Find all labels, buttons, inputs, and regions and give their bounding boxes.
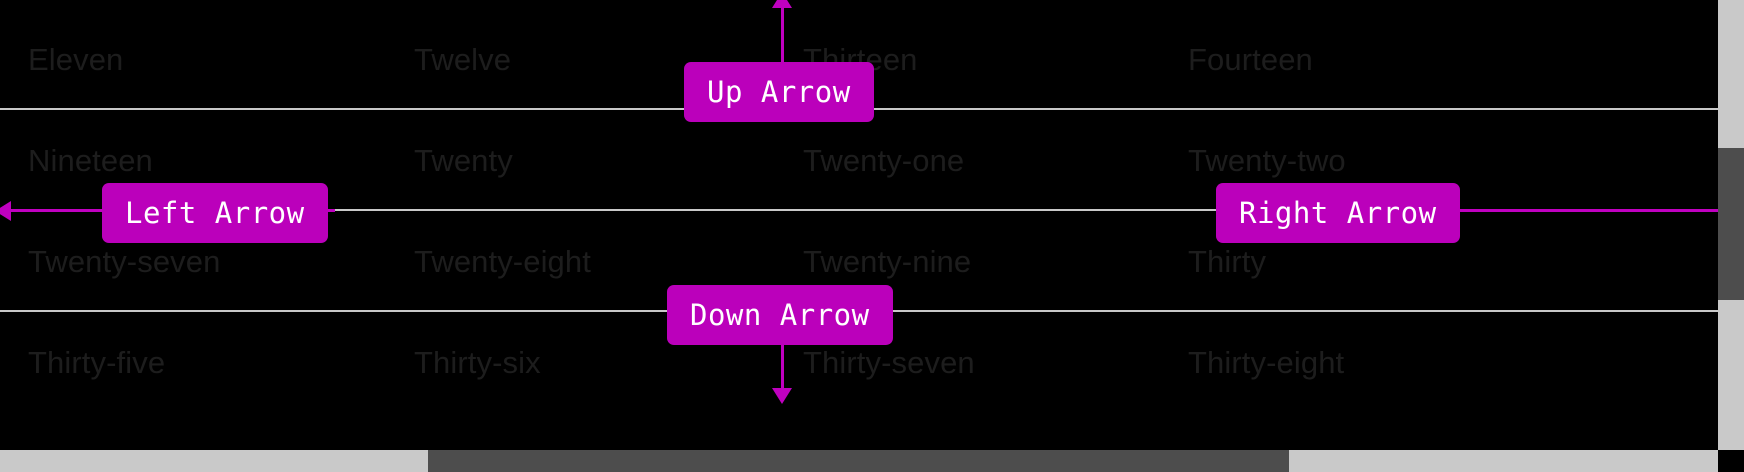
grid-cell[interactable]: Fourteen <box>1188 42 1313 77</box>
right-arrow-label[interactable]: Right Arrow <box>1216 183 1460 243</box>
grid-cell[interactable]: Eleven <box>28 42 124 77</box>
up-arrow-label[interactable]: Up Arrow <box>684 62 874 122</box>
grid-cell[interactable]: Nineteen <box>28 143 153 178</box>
up-arrow-head-icon <box>772 0 792 8</box>
right-arrow-shaft <box>1416 209 1734 212</box>
grid-cell[interactable]: Twenty-two <box>1188 143 1346 178</box>
scrollbar-corner <box>1718 450 1744 472</box>
left-arrow-head-icon <box>0 201 11 221</box>
grid-cell[interactable]: Thirty-eight <box>1188 345 1345 380</box>
grid-cell[interactable]: Twenty-nine <box>803 244 972 279</box>
vertical-scrollbar[interactable] <box>1718 0 1744 450</box>
horizontal-scrollbar-thumb[interactable] <box>428 450 1289 472</box>
grid-cell[interactable]: Twenty-eight <box>414 244 591 279</box>
grid-cell[interactable]: Twenty-one <box>803 143 965 178</box>
grid-cell[interactable]: Thirty <box>1188 244 1267 279</box>
grid-cell[interactable]: Thirty-six <box>414 345 541 380</box>
down-arrow-shaft <box>781 330 784 392</box>
up-arrow-shaft <box>781 0 784 92</box>
grid-cell[interactable]: Thirty-seven <box>803 345 975 380</box>
left-arrow-label[interactable]: Left Arrow <box>102 183 328 243</box>
grid-cell[interactable]: Twenty-seven <box>28 244 221 279</box>
grid-cell[interactable]: Twelve <box>414 42 512 77</box>
table-row: Thirty-five Thirty-six Thirty-seven Thir… <box>0 312 1718 413</box>
down-arrow-label[interactable]: Down Arrow <box>667 285 893 345</box>
vertical-scrollbar-thumb[interactable] <box>1718 148 1744 300</box>
grid-cell[interactable]: Twenty <box>414 143 513 178</box>
grid-cell[interactable]: Thirty-five <box>28 345 166 380</box>
horizontal-scrollbar[interactable] <box>0 450 1718 472</box>
scrollable-content[interactable]: Eleven Twelve Thirteen Fourteen Nineteen… <box>0 0 1718 450</box>
table-row: Nineteen Twenty Twenty-one Twenty-two <box>0 110 1718 211</box>
down-arrow-head-icon <box>772 388 792 404</box>
